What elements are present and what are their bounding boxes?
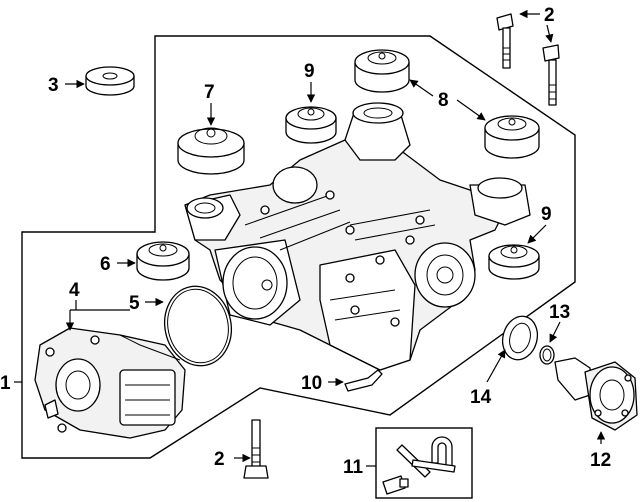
callout-2-bottom: 2 bbox=[214, 449, 225, 470]
small-seal-part-13 bbox=[539, 345, 555, 365]
coupling-actuator-part-4 bbox=[34, 327, 186, 439]
bolt-part-2-top-a bbox=[496, 13, 514, 69]
assembly-boundary-frame bbox=[21, 35, 576, 459]
callout-4: 4 bbox=[69, 280, 80, 301]
callout-12: 12 bbox=[590, 450, 611, 471]
hose-kit-inset-box bbox=[375, 427, 473, 499]
callout-3: 3 bbox=[48, 75, 59, 96]
callout-2-top: 2 bbox=[544, 5, 555, 26]
bolt-part-2-bottom bbox=[243, 419, 269, 479]
callout-6: 6 bbox=[100, 254, 111, 275]
bolt-part-2-top-b bbox=[542, 44, 560, 106]
washer-part-3 bbox=[85, 66, 135, 96]
callout-10: 10 bbox=[301, 373, 322, 394]
differential-housing bbox=[184, 102, 531, 371]
mount-bushing-part-8-top bbox=[354, 49, 410, 93]
hose-kit-part-11 bbox=[382, 436, 456, 495]
o-ring-seal-part-5 bbox=[164, 285, 232, 367]
callout-9-top: 9 bbox=[304, 61, 315, 82]
callout-11: 11 bbox=[343, 457, 364, 478]
mount-bushing-part-8-right bbox=[484, 115, 540, 159]
mount-bushing-part-7 bbox=[177, 127, 245, 175]
mount-bushing-part-6 bbox=[136, 241, 190, 281]
callout-5: 5 bbox=[129, 293, 140, 314]
mount-bushing-part-9-right bbox=[488, 244, 540, 280]
callout-13: 13 bbox=[549, 302, 570, 323]
seal-ring-part-14 bbox=[501, 315, 539, 361]
callout-9-right: 9 bbox=[541, 204, 552, 225]
leader-lines bbox=[14, 9, 606, 467]
hose-part-10 bbox=[344, 369, 383, 392]
callout-1: 1 bbox=[0, 373, 11, 394]
output-flange-part-12 bbox=[554, 357, 638, 431]
callout-7: 7 bbox=[204, 82, 215, 103]
callout-14: 14 bbox=[470, 387, 492, 408]
mount-bushing-part-9-top bbox=[285, 106, 337, 144]
callout-8: 8 bbox=[438, 90, 449, 111]
